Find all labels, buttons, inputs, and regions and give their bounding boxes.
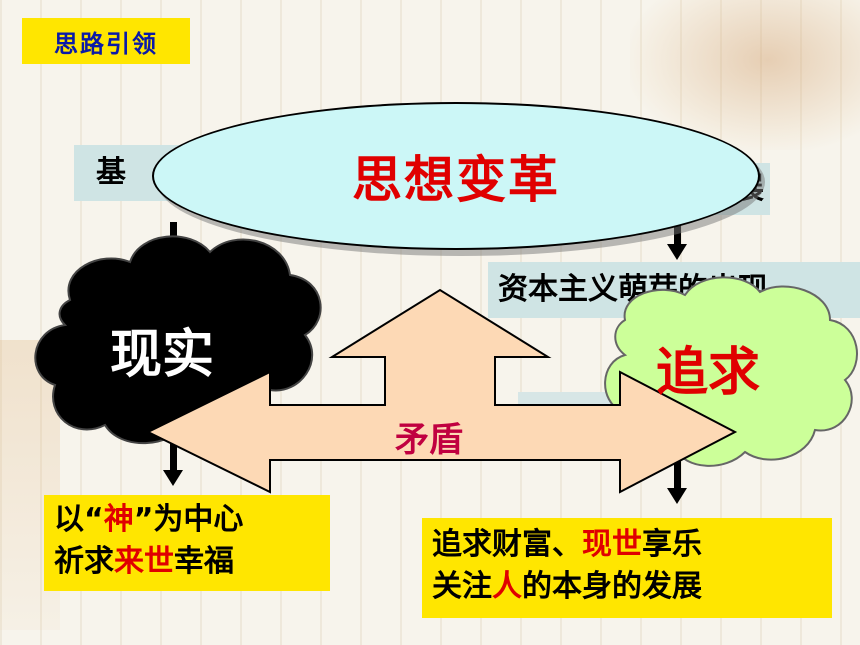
right-line2-highlight: 人 [492,569,522,604]
contradiction-label: 矛盾 [395,420,463,460]
right-line2-text-b: 的本身的发展 [522,569,702,604]
thought-reform-text: 思想变革 [352,151,560,209]
left-line1-highlight: 神 [103,502,134,537]
left-line2-text-a: 祈求 [54,544,114,579]
left-line1-text-a: 以“ [54,502,104,537]
right-line1-text-b: 享乐 [642,527,702,562]
section-title: 思路引领 [22,18,190,64]
right-lower-connector [674,455,681,491]
right-line-2: 关注人的本身的发展 [432,566,832,608]
right-line1-highlight: 现世 [582,527,642,562]
thought-reform-ellipse: 思想变革 [152,102,760,250]
right-line1-text-a: 追求财富、 [432,527,582,562]
left-yellow-box: 以“神”为中心 祈求来世幸福 [44,495,330,591]
contradiction-arrow [145,288,738,494]
pursuit-label: 追求 [656,343,761,403]
right-lower-arrowhead [667,488,687,504]
right-yellow-box: 追求财富、现世享乐 关注人的本身的发展 [422,518,832,618]
right-connector-line [674,218,681,246]
left-lower-connector [170,438,177,472]
right-connector-arrowhead [667,244,687,260]
left-line-1: 以“神”为中心 [54,499,330,541]
right-line-1: 追求财富、现世享乐 [432,524,832,566]
right-line2-text-a: 关注 [432,569,492,604]
left-line-2: 祈求来世幸福 [54,541,330,583]
left-line1-text-b: ”为中心 [133,502,244,537]
left-line2-highlight: 来世 [114,544,174,579]
reality-label: 现实 [110,325,215,385]
left-lower-arrowhead [163,470,183,486]
left-line2-text-b: 幸福 [174,544,234,579]
